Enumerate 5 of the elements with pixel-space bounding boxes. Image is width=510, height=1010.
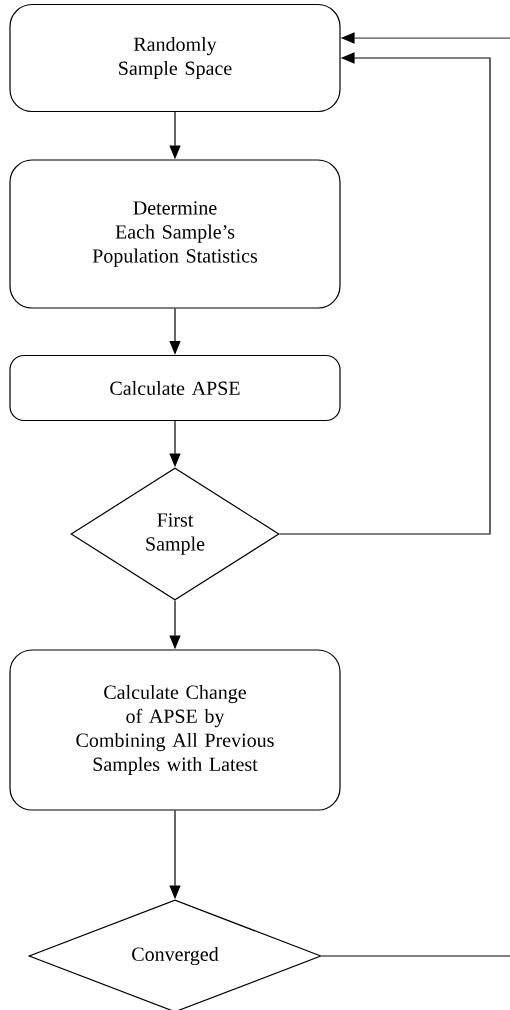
process-box: Randomly Sample Space (9, 3, 341, 113)
process-box: Determine Each Sample’s Population Statistics (9, 159, 341, 309)
arrow (279, 52, 491, 535)
process-box: Calculate APSE (9, 354, 341, 422)
process-box: Calculate Change of APSE by Combining All Previous Samples with Latest (9, 649, 341, 811)
